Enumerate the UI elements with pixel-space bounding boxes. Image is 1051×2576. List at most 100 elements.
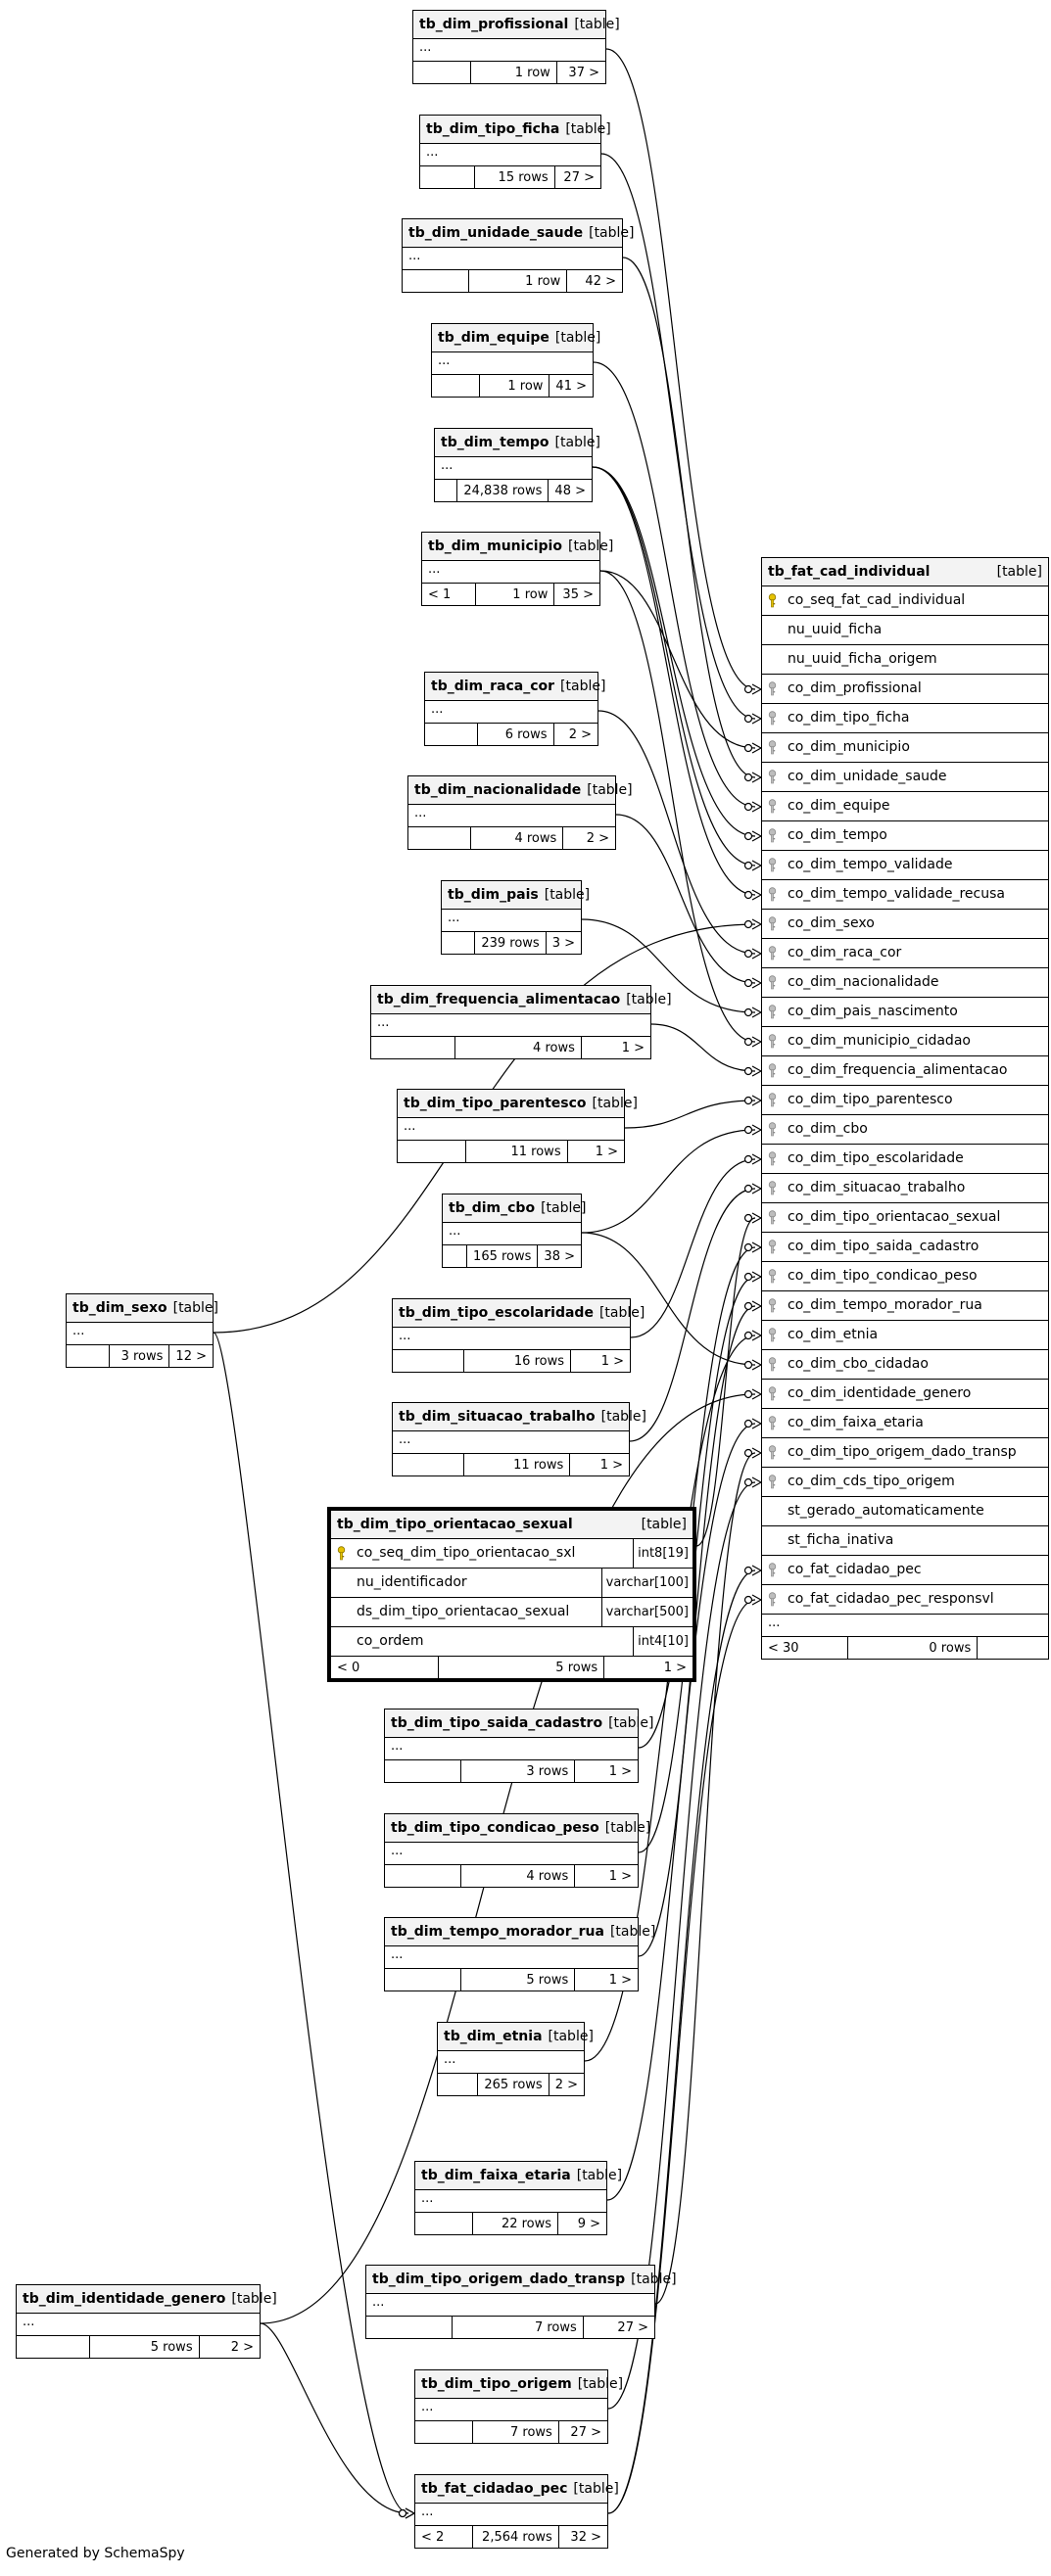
column-co_dim_tipo_origem_dado_transp[interactable]: co_dim_tipo_origem_dado_transp [762, 1438, 1048, 1468]
children-count[interactable]: 1 > [600, 1353, 624, 1369]
children-count[interactable]: 2 > [554, 2077, 578, 2092]
column-co_dim_cbo[interactable]: co_dim_cbo [762, 1115, 1048, 1145]
children-count[interactable] [978, 1637, 1048, 1659]
column-co_dim_tipo_escolaridade[interactable]: co_dim_tipo_escolaridade [762, 1145, 1048, 1174]
column-st_ficha_inativa[interactable]: st_ficha_inativa [762, 1526, 1048, 1556]
children-count[interactable]: 3 > [551, 935, 575, 951]
column-nu_uuid_ficha_origem[interactable]: nu_uuid_ficha_origem [762, 645, 1048, 675]
column-co_dim_tipo_ficha[interactable]: co_dim_tipo_ficha [762, 704, 1048, 733]
parents-count[interactable]: < 30 [762, 1637, 848, 1659]
children-count[interactable]: 48 > [554, 483, 586, 498]
column-co_dim_tempo_morador_rua[interactable]: co_dim_tempo_morador_rua [762, 1291, 1048, 1321]
column-co_dim_cds_tipo_origem[interactable]: co_dim_cds_tipo_origem [762, 1468, 1048, 1497]
children-count[interactable]: 1 > [595, 1144, 618, 1159]
parents-count[interactable] [17, 2336, 90, 2358]
column-co_fat_cidadao_pec_responsvl[interactable]: co_fat_cidadao_pec_responsvl [762, 1585, 1048, 1615]
children-count[interactable]: 32 > [570, 2529, 601, 2545]
column-nu_uuid_ficha[interactable]: nu_uuid_ficha [762, 616, 1048, 645]
column-co_dim_situacao_trabalho[interactable]: co_dim_situacao_trabalho [762, 1174, 1048, 1203]
column-co_dim_municipio_cidadao[interactable]: co_dim_municipio_cidadao [762, 1027, 1048, 1056]
column-co_dim_profissional[interactable]: co_dim_profissional [762, 675, 1048, 704]
parents-count[interactable]: < 0 [331, 1657, 440, 1678]
children-count[interactable]: 1 > [608, 1972, 632, 1988]
children-count[interactable]: 1 > [663, 1660, 687, 1675]
parents-count[interactable] [393, 1350, 464, 1372]
column-co_dim_cbo_cidadao[interactable]: co_dim_cbo_cidadao [762, 1350, 1048, 1380]
parents-count[interactable] [415, 2421, 474, 2443]
parents-count[interactable] [398, 1141, 466, 1162]
column-co_dim_unidade_saude[interactable]: co_dim_unidade_saude [762, 763, 1048, 792]
column-co_dim_equipe[interactable]: co_dim_equipe [762, 792, 1048, 821]
column-co_dim_municipio[interactable]: co_dim_municipio [762, 733, 1048, 763]
column-co_dim_tipo_saida_cadastro[interactable]: co_dim_tipo_saida_cadastro [762, 1233, 1048, 1262]
children-count[interactable]: 1 > [608, 1868, 632, 1884]
column-co_dim_pais_nascimento[interactable]: co_dim_pais_nascimento [762, 998, 1048, 1027]
parents-count[interactable] [67, 1345, 110, 1367]
parents-count[interactable] [443, 1245, 468, 1267]
parents-count[interactable]: < 1 [422, 584, 477, 605]
table-tb_dim_situacao_trabalho[interactable]: tb_dim_situacao_trabalho[table]...11 row… [392, 1402, 646, 1476]
children-count[interactable]: 27 > [563, 169, 595, 185]
parents-count[interactable] [385, 1760, 461, 1782]
parents-count[interactable] [432, 375, 481, 397]
column-co_dim_tipo_orientacao_sexual[interactable]: co_dim_tipo_orientacao_sexual [762, 1203, 1048, 1233]
parents-count[interactable] [425, 724, 478, 745]
table-tb_dim_tempo_morador_rua[interactable]: tb_dim_tempo_morador_rua[table]...5 rows… [384, 1917, 655, 1991]
parents-count[interactable] [371, 1037, 455, 1058]
column-co_dim_tempo_validade_recusa[interactable]: co_dim_tempo_validade_recusa [762, 880, 1048, 910]
column-co_dim_sexo[interactable]: co_dim_sexo [762, 910, 1048, 939]
parents-count[interactable] [408, 827, 471, 849]
children-count[interactable]: 1 > [608, 1763, 632, 1779]
parents-count[interactable] [403, 270, 469, 292]
column-co_fat_cidadao_pec[interactable]: co_fat_cidadao_pec [762, 1556, 1048, 1585]
parents-count[interactable] [438, 2074, 479, 2095]
column-co_dim_frequencia_alimentacao[interactable]: co_dim_frequencia_alimentacao [762, 1056, 1048, 1086]
children-count[interactable]: 27 > [570, 2424, 601, 2440]
table-tb_dim_tipo_condicao_peso[interactable]: tb_dim_tipo_condicao_peso[table]...4 row… [384, 1813, 650, 1888]
children-count[interactable]: 27 > [617, 2319, 648, 2335]
parents-count[interactable]: < 2 [415, 2526, 474, 2548]
parents-count[interactable] [385, 1865, 461, 1887]
children-count[interactable]: 42 > [585, 273, 616, 289]
children-count[interactable]: 41 > [555, 378, 587, 394]
children-count[interactable]: 2 > [568, 726, 592, 742]
parents-count[interactable] [415, 2213, 474, 2234]
children-count[interactable]: 37 > [568, 65, 599, 80]
column-co_dim_tempo[interactable]: co_dim_tempo [762, 821, 1048, 851]
parents-count[interactable] [366, 2317, 454, 2338]
children-count[interactable]: 35 > [562, 586, 594, 602]
parents-count[interactable] [435, 480, 458, 501]
column-co_dim_etnia[interactable]: co_dim_etnia [762, 1321, 1048, 1350]
children-count[interactable]: 1 > [599, 1457, 623, 1473]
table-tb_dim_identidade_genero[interactable]: tb_dim_identidade_genero[table]...5 rows… [16, 2284, 277, 2359]
table-tb_dim_tipo_saida_cadastro[interactable]: tb_dim_tipo_saida_cadastro[table]...3 ro… [384, 1709, 653, 1783]
children-count[interactable]: 9 > [577, 2216, 600, 2231]
children-count[interactable]: 2 > [586, 830, 609, 846]
column-co_dim_tipo_parentesco[interactable]: co_dim_tipo_parentesco [762, 1086, 1048, 1115]
column-co_dim_faixa_etaria[interactable]: co_dim_faixa_etaria [762, 1409, 1048, 1438]
children-count[interactable]: 38 > [544, 1248, 575, 1264]
parents-count[interactable] [442, 932, 476, 954]
table-tb_dim_tipo_escolaridade[interactable]: tb_dim_tipo_escolaridade[table]...16 row… [392, 1298, 645, 1373]
parents-count[interactable] [393, 1454, 464, 1475]
children-count[interactable]: 2 > [230, 2339, 254, 2355]
column-co_seq_fat_cad_individual[interactable]: co_seq_fat_cad_individual [762, 586, 1048, 616]
children-count[interactable]: 1 > [621, 1040, 645, 1055]
column-co_dim_tempo_validade[interactable]: co_dim_tempo_validade [762, 851, 1048, 880]
